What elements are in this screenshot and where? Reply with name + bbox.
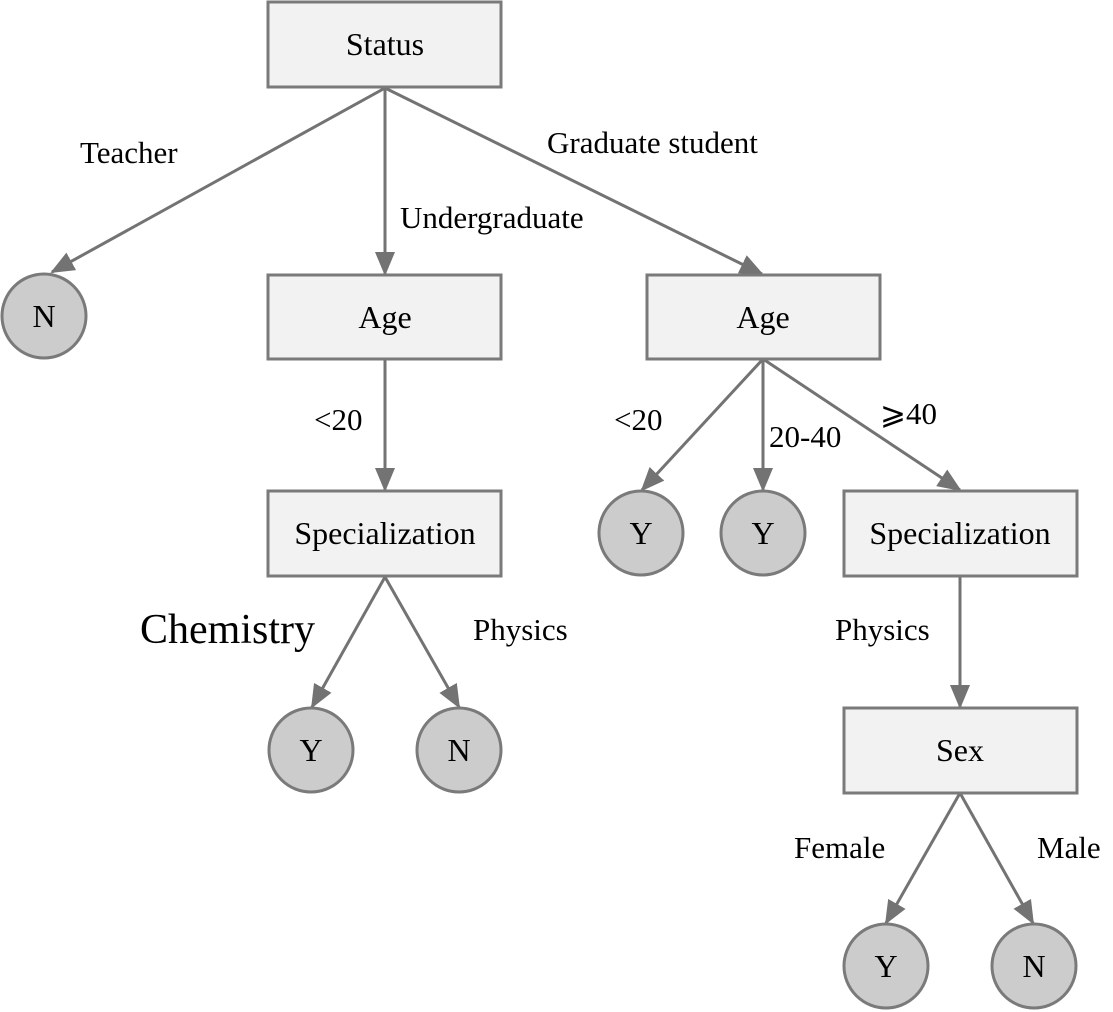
edge-ug-chemistry <box>310 576 387 709</box>
edge-male <box>958 792 1035 925</box>
leaf-graduate-20-40: Y <box>719 489 807 577</box>
leaf-undergraduate-chemistry: Y <box>267 706 355 794</box>
edge-label-chemistry: Chemistry <box>140 607 315 653</box>
edge-label-ug-physics: Physics <box>473 612 568 647</box>
edge-grad-ge40 <box>762 357 962 492</box>
edge-female <box>884 792 962 925</box>
edge-label-graduate-student: Graduate student <box>547 125 758 160</box>
node-label: Status <box>346 26 424 62</box>
edges <box>50 86 1035 925</box>
leaf-label: Y <box>751 515 774 551</box>
node-specialization-undergraduate: Specialization <box>266 489 503 578</box>
edge-label-grad-physics: Physics <box>835 612 930 647</box>
node-label: Specialization <box>869 515 1050 551</box>
node-sex: Sex <box>842 706 1079 795</box>
edge-label-female: Female <box>794 830 885 865</box>
leaf-teacher: N <box>0 272 88 360</box>
edge-label-grad-ge40: ⩾40 <box>880 396 937 431</box>
edge-label-ug-lt20: <20 <box>314 402 362 437</box>
leaf-label: N <box>447 732 470 768</box>
leaf-label: Y <box>629 515 652 551</box>
node-label: Age <box>736 299 789 335</box>
leaf-label: N <box>1022 948 1045 984</box>
node-age-undergraduate: Age <box>266 273 503 361</box>
leaf-male: N <box>990 922 1078 1010</box>
edge-label-male: Male <box>1037 830 1101 865</box>
edge-label-grad-20-40: 20-40 <box>769 419 841 454</box>
edge-label-undergraduate: Undergraduate <box>400 200 584 235</box>
node-age-graduate: Age <box>645 273 882 361</box>
leaf-undergraduate-physics: N <box>415 706 503 794</box>
node-label: Sex <box>936 732 984 768</box>
edge-labels: Teacher Undergraduate Graduate student <… <box>80 125 1101 865</box>
edge-grad-lt20 <box>640 357 765 492</box>
node-specialization-graduate: Specialization <box>842 489 1079 578</box>
edge-status-teacher <box>50 86 386 274</box>
edge-label-grad-lt20: <20 <box>614 402 662 437</box>
edge-status-graduate <box>384 86 764 276</box>
leaf-label: Y <box>299 732 322 768</box>
leaf-graduate-lt20: Y <box>597 489 685 577</box>
node-status: Status <box>266 0 503 89</box>
node-label: Age <box>358 299 411 335</box>
leaf-female: Y <box>842 922 930 1010</box>
edge-label-teacher: Teacher <box>80 135 178 170</box>
leaf-label: Y <box>874 948 897 984</box>
leaf-label: N <box>32 298 55 334</box>
edge-ug-physics <box>383 576 461 709</box>
node-label: Specialization <box>294 515 475 551</box>
